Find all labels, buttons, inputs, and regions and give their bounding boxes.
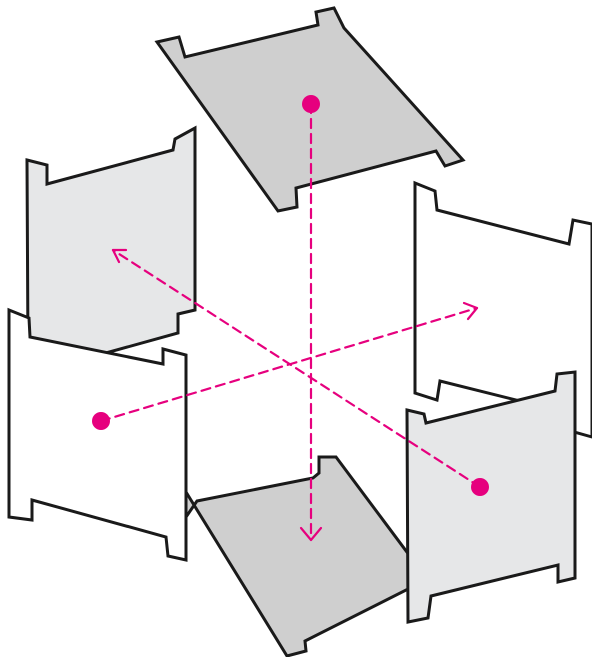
panel-bottom bbox=[184, 455, 433, 657]
axis-origin-dot-top bbox=[302, 95, 320, 113]
axis-right-to-left bbox=[111, 248, 482, 489]
arrowhead-left-to-right bbox=[462, 301, 479, 321]
panel-back-right bbox=[413, 180, 592, 439]
panel-front-left bbox=[7, 307, 188, 562]
panel-front-right bbox=[405, 370, 577, 624]
panel-back-left bbox=[25, 125, 197, 371]
axis-origin-dot-right bbox=[471, 478, 489, 496]
arrowhead-vertical bbox=[299, 526, 323, 542]
axis-origin-dot-left bbox=[92, 412, 110, 430]
arrowhead-right-to-left bbox=[111, 248, 128, 264]
